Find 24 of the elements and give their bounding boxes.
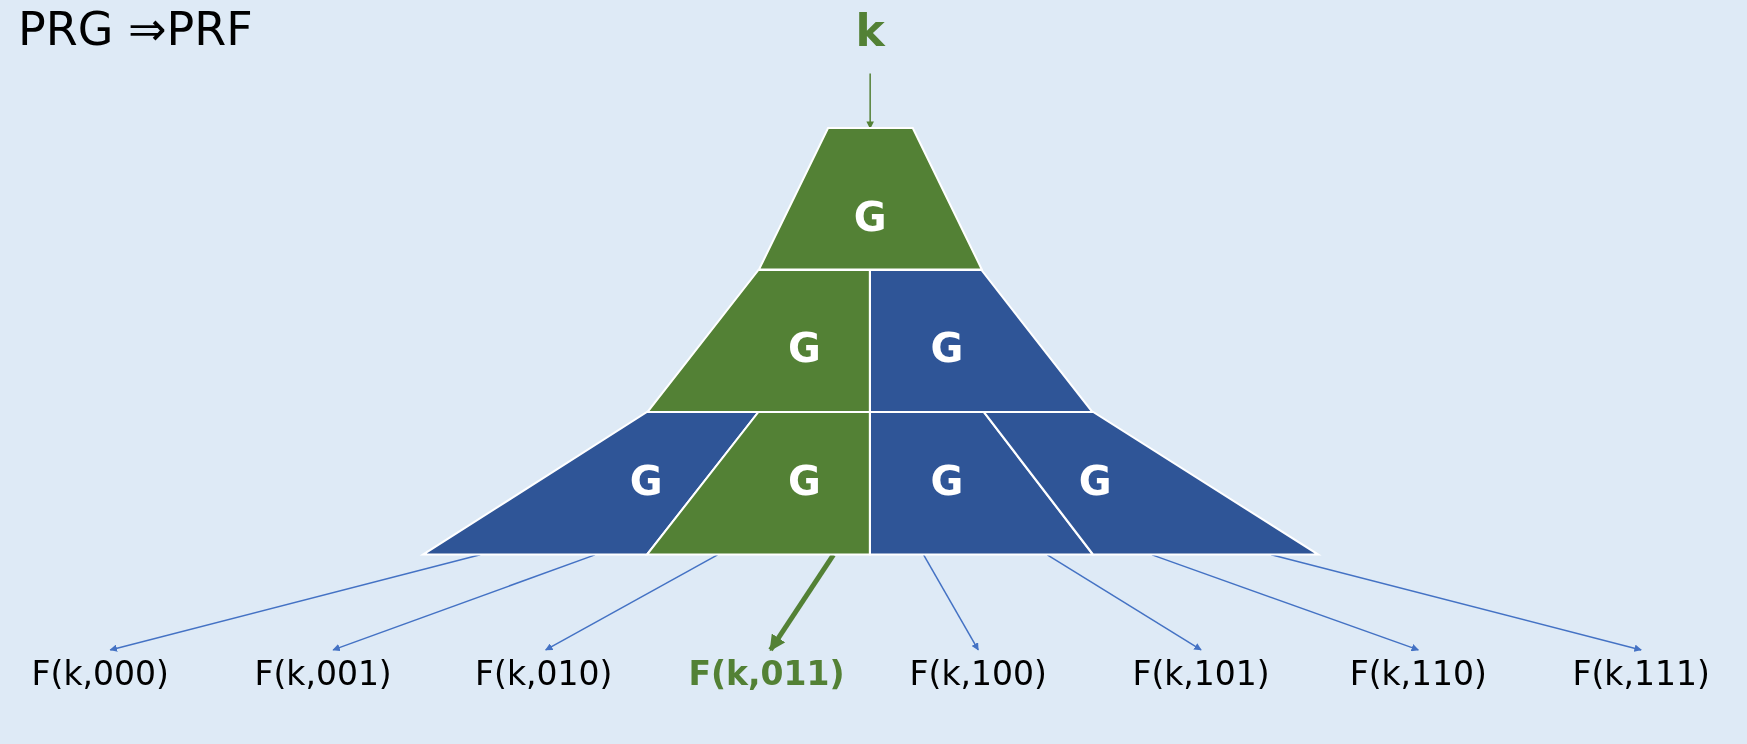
generator-label: G	[788, 461, 821, 502]
output-label: F(k,010)	[475, 655, 613, 693]
arrow	[332, 554, 596, 652]
generator-label: G	[1078, 461, 1112, 502]
arrow	[544, 554, 719, 651]
generator-label: G	[629, 461, 663, 502]
key-label: k	[855, 7, 885, 56]
generator-label: G	[853, 197, 887, 238]
title: PRG ⇒PRF	[18, 2, 253, 56]
output-label: F(k,001)	[254, 655, 392, 693]
output-label: F(k,100)	[909, 655, 1047, 693]
output-label: F(k,101)	[1132, 655, 1270, 693]
generator-label: G	[788, 327, 821, 368]
arrow	[1151, 554, 1420, 652]
arrow	[768, 553, 836, 652]
arrow	[866, 72, 874, 129]
generator-label: G	[930, 461, 964, 502]
output-label: F(k,111)	[1572, 655, 1710, 693]
output-label: F(k,011)	[688, 655, 845, 693]
generator-label: G	[930, 327, 964, 368]
arrow	[1046, 554, 1202, 651]
output-label: F(k,000)	[31, 655, 169, 693]
arrow	[922, 554, 979, 651]
output-label: F(k,110)	[1349, 655, 1487, 693]
